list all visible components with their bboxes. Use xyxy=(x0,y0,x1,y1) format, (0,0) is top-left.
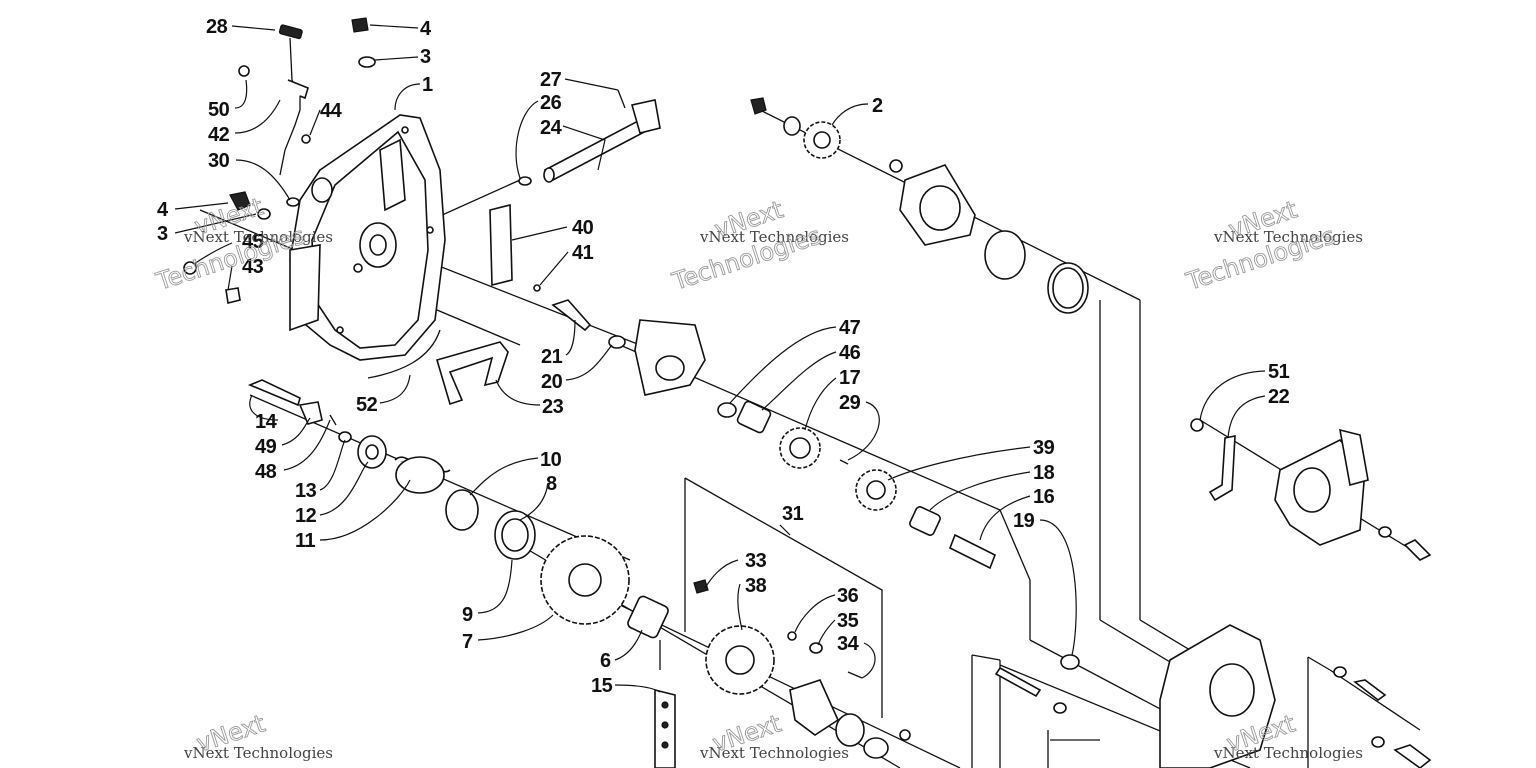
callout-20: 20 xyxy=(541,371,563,393)
callout-14: 14 xyxy=(255,411,278,433)
callout-21: 21 xyxy=(541,346,563,368)
callout-49: 49 xyxy=(255,436,277,458)
callout-17: 17 xyxy=(839,367,861,389)
callout-13: 13 xyxy=(295,480,317,502)
callout-27: 27 xyxy=(540,69,562,91)
callout-28: 28 xyxy=(206,16,228,38)
callout-7: 7 xyxy=(462,631,473,653)
callout-2: 2 xyxy=(872,95,883,117)
callout-3-top: 3 xyxy=(420,46,431,68)
svg-text:vNext Technologies: vNext Technologies xyxy=(1213,744,1363,762)
top-fasteners xyxy=(351,17,376,68)
watermark-right: vNext Technologies vNext Technologies xyxy=(1182,195,1363,297)
callout-18: 18 xyxy=(1033,462,1055,484)
callout-39: 39 xyxy=(1033,437,1055,459)
callout-48: 48 xyxy=(255,461,277,483)
main-gear xyxy=(540,535,669,670)
callout-23: 23 xyxy=(542,396,564,418)
right-bearing-assembly xyxy=(1190,418,1432,561)
callout-29: 29 xyxy=(839,392,861,414)
upper-sprocket xyxy=(750,97,903,173)
shift-shaft xyxy=(518,89,661,186)
callout-40: 40 xyxy=(572,217,594,239)
callout-38: 38 xyxy=(745,575,767,597)
flange-bearing-plate xyxy=(899,164,1089,314)
callout-35: 35 xyxy=(837,610,859,632)
callout-52: 52 xyxy=(356,394,378,416)
callout-12: 12 xyxy=(295,505,317,527)
bearing-housing xyxy=(634,319,706,396)
callout-15: 15 xyxy=(591,675,613,697)
callout-9: 9 xyxy=(462,604,473,626)
chaincase-housing xyxy=(994,624,1432,768)
callout-3-left: 3 xyxy=(157,223,168,245)
callout-11: 11 xyxy=(295,530,316,552)
reverse-gear-set xyxy=(693,579,911,759)
callout-41: 41 xyxy=(572,242,594,264)
callout-4-left: 4 xyxy=(157,199,169,221)
svg-text:vNext Technologies: vNext Technologies xyxy=(1213,228,1363,246)
callout-10: 10 xyxy=(540,449,562,471)
left-fasteners xyxy=(183,191,363,304)
callout-22: 22 xyxy=(1268,386,1290,408)
callout-31: 31 xyxy=(782,503,804,525)
svg-text:vNext Technologies: vNext Technologies xyxy=(699,744,849,762)
callout-47: 47 xyxy=(839,317,861,339)
callout-42: 42 xyxy=(208,124,230,146)
callout-34: 34 xyxy=(837,633,860,655)
bolt-washer xyxy=(551,299,626,349)
svg-text:vNext Technologies: vNext Technologies xyxy=(699,228,849,246)
callout-24: 24 xyxy=(540,117,563,139)
callout-30: 30 xyxy=(208,150,230,172)
callout-1: 1 xyxy=(422,74,433,96)
callout-33: 33 xyxy=(745,550,767,572)
dipstick-assembly xyxy=(238,24,311,207)
callout-51: 51 xyxy=(1268,361,1290,383)
svg-text:vNext Technologies: vNext Technologies xyxy=(183,744,333,762)
cover-plate xyxy=(489,203,541,292)
callout-46: 46 xyxy=(839,342,861,364)
svg-text:vNext Technologies: vNext Technologies xyxy=(183,228,333,246)
drive-sprocket-stack xyxy=(717,400,1080,714)
callout-8: 8 xyxy=(546,473,557,495)
callout-16: 16 xyxy=(1033,486,1055,508)
gearcase-cover xyxy=(289,114,446,361)
watermark-bottom-left: vNext Technologies vNext xyxy=(183,709,333,762)
drive-chain xyxy=(654,688,676,768)
callout-labels: 28 4 3 1 50 44 42 30 4 3 45 43 27 26 24 … xyxy=(157,16,1290,697)
chain-guide-bracket xyxy=(367,329,509,406)
callout-36: 36 xyxy=(837,585,859,607)
callout-19: 19 xyxy=(1013,510,1035,532)
watermark-center: vNext Technologies vNext Technologies xyxy=(668,195,849,297)
callout-43: 43 xyxy=(242,256,264,278)
callout-4-top: 4 xyxy=(420,18,432,40)
callout-50: 50 xyxy=(208,99,230,121)
leader-lines xyxy=(174,24,1266,693)
callout-44: 44 xyxy=(320,100,343,122)
callout-26: 26 xyxy=(540,92,562,114)
callout-45: 45 xyxy=(242,231,264,253)
spring-tensioner xyxy=(247,379,536,560)
callout-6: 6 xyxy=(600,650,611,672)
parts xyxy=(183,17,1432,768)
